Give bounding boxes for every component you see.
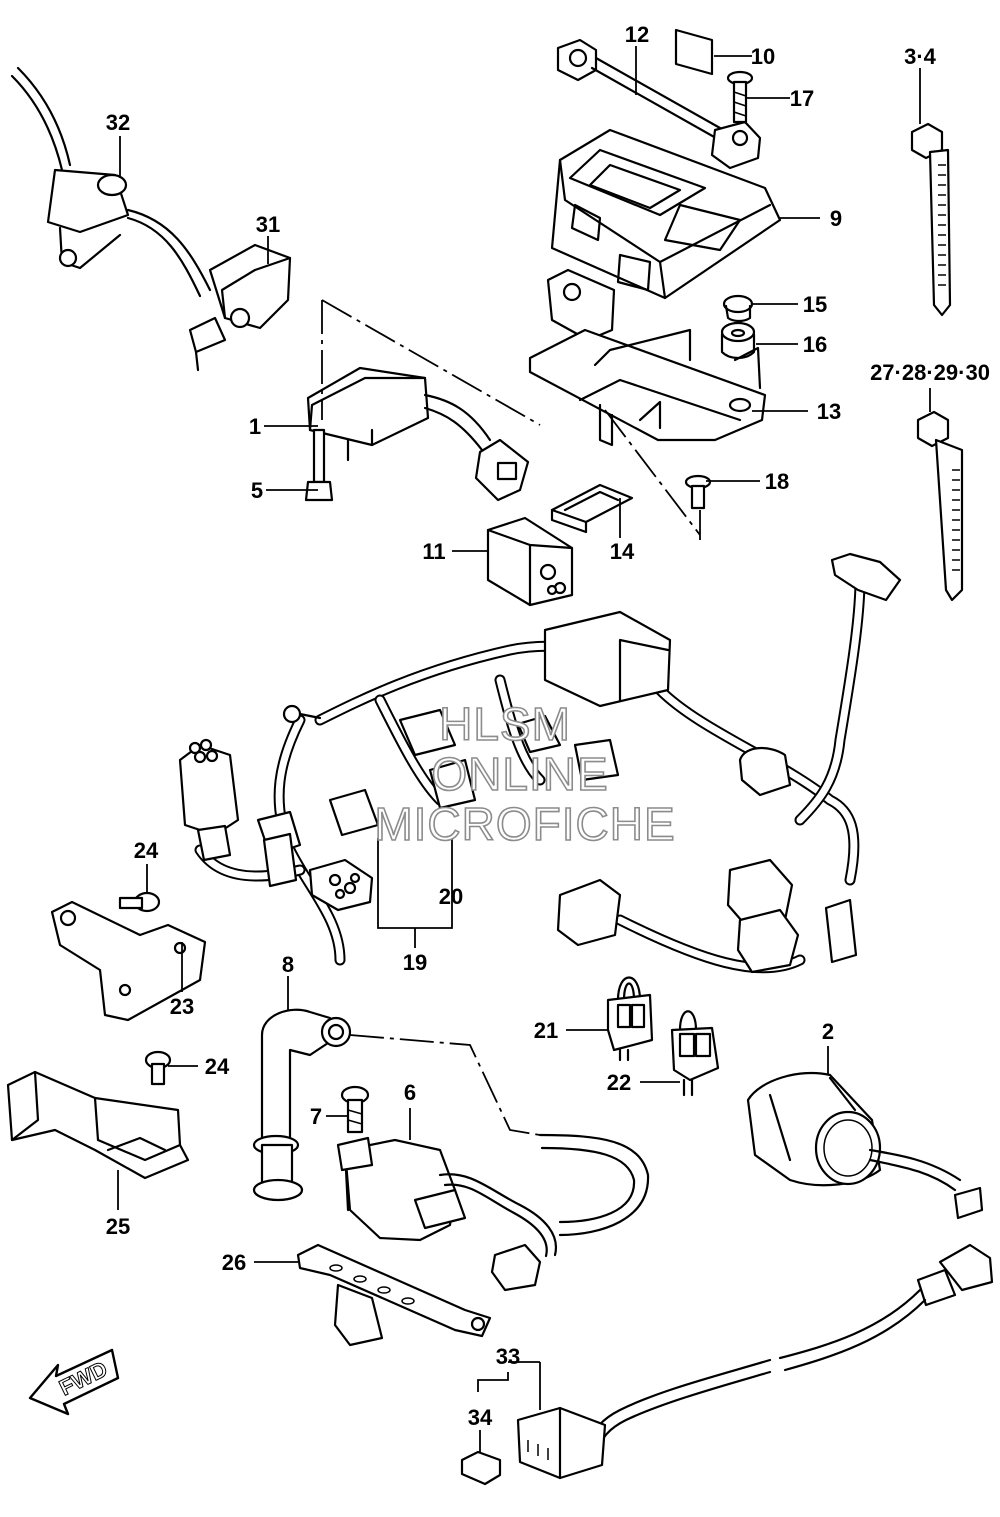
callout-5: 5 xyxy=(251,478,263,503)
part-32-sensor xyxy=(10,66,212,298)
part-16-grommet xyxy=(720,321,756,360)
callout-10: 10 xyxy=(751,44,775,69)
callout-24-lower: 24 xyxy=(205,1054,230,1079)
callout-2: 2 xyxy=(822,1019,834,1044)
part-15-bush xyxy=(722,294,754,323)
callout-17: 17 xyxy=(790,86,814,111)
part-6-ignition-coil xyxy=(336,1133,650,1292)
part-13-bracket xyxy=(528,268,767,447)
part-34-fuse xyxy=(460,1450,502,1486)
callout-13: 13 xyxy=(817,399,841,424)
watermark: HLSM ONLINE MICROFICHE xyxy=(374,697,676,851)
callout-31: 31 xyxy=(256,212,280,237)
callout-24-upper: 24 xyxy=(134,838,159,863)
leader-lines xyxy=(117,46,931,1452)
callout-20: 20 xyxy=(439,884,463,909)
callout-18: 18 xyxy=(765,469,789,494)
callout-6: 6 xyxy=(404,1080,416,1105)
callout-21: 21 xyxy=(534,1018,558,1043)
callout-15: 15 xyxy=(803,292,827,317)
part-1-regulator xyxy=(306,366,530,502)
callout-25: 25 xyxy=(106,1214,130,1239)
callout-8: 8 xyxy=(282,952,294,977)
part-5-screw xyxy=(304,428,334,502)
callout-3-4: 3·4 xyxy=(904,44,937,69)
part-12-lead xyxy=(556,38,762,170)
part-2-component xyxy=(746,1071,984,1220)
callout-14: 14 xyxy=(610,539,635,564)
part-24-bolt-upper xyxy=(118,891,161,913)
watermark-line-2: ONLINE xyxy=(431,748,608,800)
part-10-pad xyxy=(674,28,714,76)
part-8-plug-cap xyxy=(252,1008,352,1202)
part-33-extension-harness xyxy=(516,1243,994,1480)
part-14-clip xyxy=(550,483,634,534)
part-3-4-cable-tie xyxy=(910,122,952,317)
callout-22: 22 xyxy=(607,1070,631,1095)
callout-1: 1 xyxy=(249,414,261,439)
part-27-30-cable-tie xyxy=(916,410,964,602)
fwd-arrow-icon: FWD xyxy=(28,1348,120,1416)
part-9-ecm xyxy=(550,128,782,300)
watermark-line-1: HLSM xyxy=(439,698,571,750)
part-19-wiring-harness xyxy=(178,552,902,974)
callout-12: 12 xyxy=(625,22,649,47)
callout-23: 23 xyxy=(170,994,194,1019)
part-11-connector xyxy=(486,516,574,607)
part-22-connector xyxy=(670,1010,720,1097)
part-24-bolt-lower xyxy=(144,1050,172,1086)
callout-7: 7 xyxy=(310,1104,322,1129)
watermark-line-3: MICROFICHE xyxy=(374,798,675,850)
part-25-bracket xyxy=(6,1070,190,1180)
callout-32: 32 xyxy=(106,110,130,135)
callout-16: 16 xyxy=(803,332,827,357)
part-21-connector xyxy=(606,976,654,1062)
part-13-ref-line xyxy=(604,409,701,536)
part-26-clamp xyxy=(296,1243,492,1347)
callout-9: 9 xyxy=(830,206,842,231)
part-31-cover xyxy=(188,243,292,372)
callout-34: 34 xyxy=(468,1405,493,1430)
callout-labels: 1 2 3·4 5 6 7 8 9 10 11 12 13 14 15 16 1… xyxy=(106,22,990,1430)
callout-27-30: 27·28·29·30 xyxy=(870,360,990,385)
callout-33: 33 xyxy=(496,1344,520,1369)
part-8-ref-line xyxy=(349,1034,541,1136)
part-1-ref-line-b xyxy=(321,299,541,426)
callout-26: 26 xyxy=(222,1250,246,1275)
part-7-bolt xyxy=(340,1085,370,1134)
callout-11: 11 xyxy=(422,539,445,564)
part-17-screw xyxy=(726,70,754,124)
callout-19: 19 xyxy=(403,950,427,975)
part-18-screw xyxy=(684,474,712,510)
